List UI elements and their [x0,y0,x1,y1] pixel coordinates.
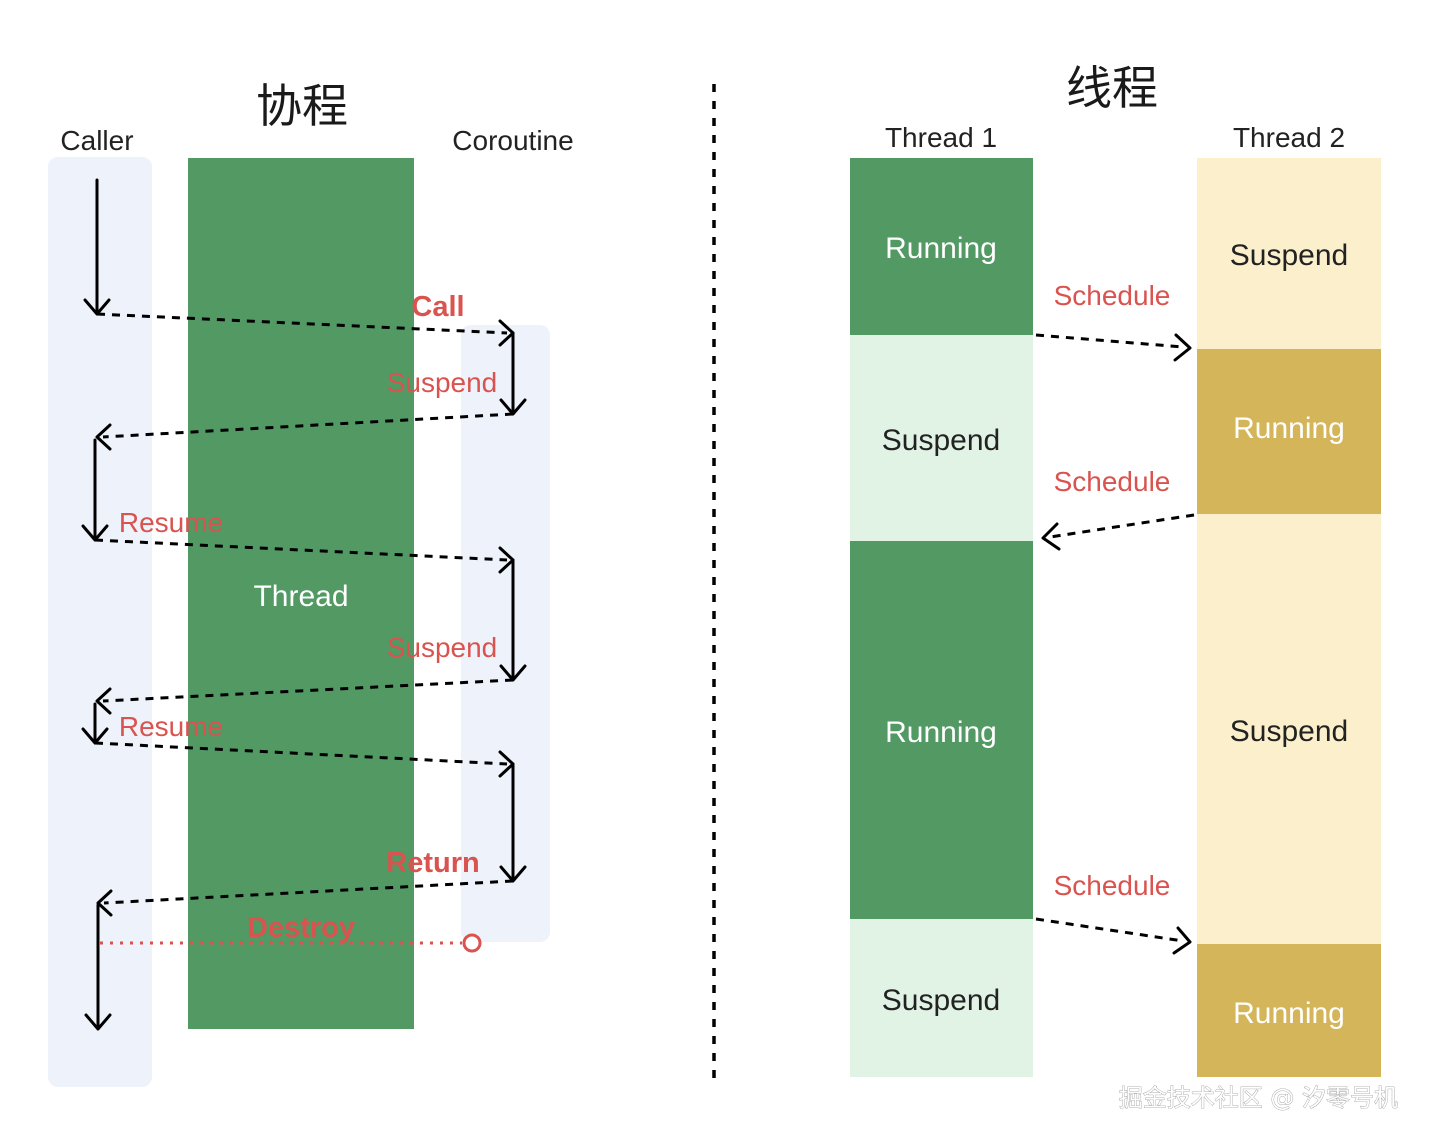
arrowhead-icon [498,546,515,574]
coroutine-lane [461,325,550,942]
thread2-suspend-block-1 [1197,158,1381,349]
thread2-suspend-block-2 [1197,514,1381,944]
thread2-suspend-label-2: Suspend [1230,715,1348,748]
schedule-label-1: Schedule [1054,280,1171,311]
schedule-arrow-3 [1035,917,1184,943]
arrowhead-icon [96,889,113,917]
thread-label: Thread [253,580,348,613]
coroutine-title: 协程 [256,79,348,133]
destroy-end-circle-icon [462,933,482,953]
thread2-running-label-2: Running [1233,997,1345,1030]
resume-label-2: Resume [119,711,223,742]
thread1-running-label-1: Running [885,232,997,265]
thread2-running-label-1: Running [1233,412,1345,445]
thread2-running-block-2 [1197,944,1381,1077]
thread1-suspend-label-2: Suspend [882,984,1000,1017]
schedule-label-3: Schedule [1054,870,1171,901]
return-label: Return [386,847,479,879]
thread1-running-block-2 [850,541,1033,919]
thread1-suspend-block-1 [850,335,1033,541]
resume-label-1: Resume [119,507,223,538]
caller-label: Caller [60,125,133,156]
arrowhead-icon [1173,333,1192,362]
thread-block [188,158,414,1029]
thread1-label: Thread 1 [885,122,997,153]
thread1-running-label-2: Running [885,716,997,749]
arrowhead-icon [1172,926,1192,955]
thread2-suspend-label-1: Suspend [1230,239,1348,272]
thread1-running-block-1 [850,158,1033,335]
arrowhead-icon [95,423,112,451]
arrowhead-icon [84,1013,112,1031]
thread-panel: 线程 Thread 1 Thread 2 Running Suspend Run… [850,61,1381,1077]
suspend-label-2: Suspend [387,632,498,663]
coroutine-panel: 协程 Caller Coroutine Thread [48,79,574,1087]
caller-lane [48,157,152,1087]
destroy-label: Destroy [247,912,355,944]
schedule-label-2: Schedule [1054,466,1171,497]
thread2-running-block-1 [1197,349,1381,514]
arrowhead-icon [1041,522,1061,551]
thread1-suspend-block-2 [850,919,1033,1077]
arrowhead-icon [95,687,112,715]
suspend-label-1: Suspend [387,367,498,398]
arrowhead-icon [498,319,515,347]
schedule-arrow-1 [1035,333,1184,349]
call-label: Call [411,291,464,323]
thread1-suspend-label-1: Suspend [882,424,1000,457]
schedule-arrow-2 [1049,513,1195,539]
thread-panel-title: 线程 [1066,61,1158,115]
watermark: 掘金技术社区 @ 汐零号机 [1119,1084,1398,1112]
arrowhead-icon [498,750,515,778]
coroutine-label: Coroutine [452,125,573,156]
thread2-label: Thread 2 [1233,122,1345,153]
